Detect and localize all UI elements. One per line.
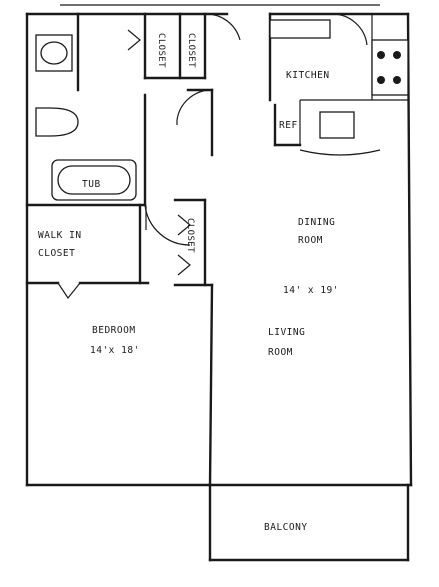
kitchen-label: KITCHEN	[286, 70, 330, 81]
stove-icon	[371, 39, 409, 96]
bedroom-label: BEDROOM	[92, 325, 136, 336]
closet-label-3: CLOSET	[185, 218, 195, 253]
closet-label-1: CLOSET	[156, 33, 166, 68]
counter-icon	[269, 19, 331, 39]
exterior-walls	[25, 12, 413, 487]
doors	[57, 13, 368, 300]
balcony	[208, 483, 410, 562]
living-room-label: ROOM	[268, 347, 293, 358]
closet-label-2: CLOSET	[186, 33, 196, 68]
dining-room-label: ROOM	[298, 235, 323, 246]
living-label: LIVING	[268, 327, 305, 338]
ref-label: REF	[279, 120, 298, 131]
kitchen-sink-icon	[319, 111, 355, 139]
walk-in-closet-label: CLOSET	[38, 248, 75, 259]
living-dining-size-label: 14' x 19'	[283, 285, 339, 296]
bath-fixtures	[35, 34, 137, 201]
dining-label: DINING	[298, 217, 335, 228]
interior-walls	[25, 12, 408, 487]
bedroom-size-label: 14'x 18'	[90, 345, 140, 356]
kitchen-fixtures	[269, 19, 409, 156]
balcony-label: BALCONY	[264, 522, 308, 533]
tub-label: TUB	[82, 179, 101, 190]
walk-in-label: WALK IN	[38, 230, 82, 241]
toilet-icon	[35, 107, 79, 137]
